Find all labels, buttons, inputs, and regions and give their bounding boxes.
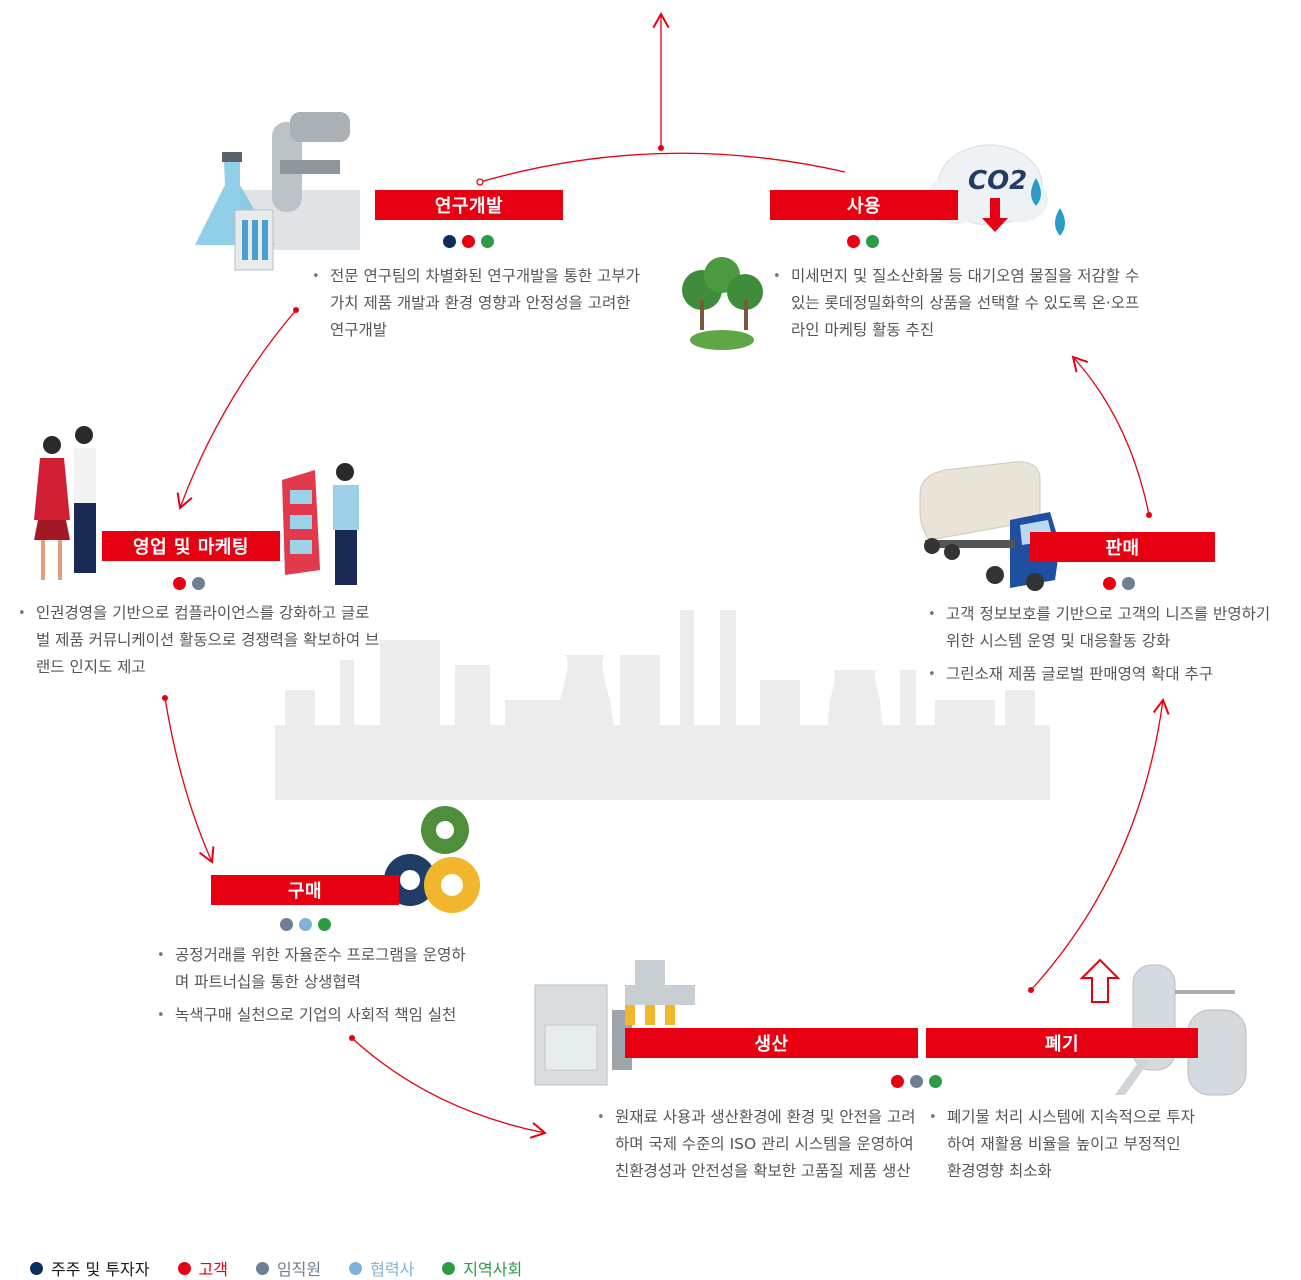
bullets-sales: 고객 정보보호를 기반으로 고객의 니즈를 반영하기 위한 시스템 운영 및 대…	[928, 601, 1288, 694]
legend-item: 주주 및 투자자	[30, 1256, 150, 1280]
stakeholder-dot	[318, 918, 331, 931]
co2-label: CO2	[968, 166, 1028, 196]
co2-cloud-trees-icon	[682, 144, 1065, 350]
arrow-disposal-to-sales	[1030, 697, 1170, 991]
stakeholder-dot	[866, 235, 879, 248]
bullets-marketing: 인권경영을 기반으로 컴플라이언스를 강화하고 글로벌 제품 커뮤니케이션 활동…	[18, 600, 383, 687]
arrow-purchase-to-production	[351, 1037, 547, 1139]
legend-item: 협력사	[349, 1256, 414, 1280]
stage-title-use: 사용	[770, 190, 958, 220]
bullets-production: 원재료 사용과 생산환경에 환경 및 안전을 고려하며 국제 수준의 ISO 관…	[597, 1104, 917, 1191]
bullet-item: 미세먼지 및 질소산화물 등 대기오염 물질을 저감할 수 있는 롯데정밀화학의…	[773, 263, 1153, 344]
stakeholder-dot	[1122, 577, 1135, 590]
bullet-item: 전문 연구팀의 차별화된 연구개발을 통한 고부가가치 제품 개발과 환경 영향…	[312, 263, 642, 344]
bullets-use: 미세먼지 및 질소산화물 등 대기오염 물질을 저감할 수 있는 롯데정밀화학의…	[773, 263, 1153, 350]
stakeholder-dot	[891, 1075, 904, 1088]
stakeholder-dot	[847, 235, 860, 248]
business-people-icon	[34, 426, 359, 585]
arrow-marketing-to-purchase	[164, 697, 215, 864]
legend-label: 주주 및 투자자	[51, 1260, 150, 1279]
stakeholder-dots-use	[847, 235, 879, 248]
stage-title-sales: 판매	[1030, 532, 1215, 562]
stakeholder-dot	[1103, 577, 1116, 590]
stage-title-rnd: 연구개발	[375, 190, 563, 220]
legend-dot	[30, 1261, 43, 1275]
stage-title-marketing: 영업 및 마케팅	[102, 531, 280, 561]
legend-item: 임직원	[255, 1256, 322, 1280]
legend-dot	[177, 1261, 191, 1275]
bullet-item: 인권경영을 기반으로 컴플라이언스를 강화하고 글로벌 제품 커뮤니케이션 활동…	[18, 600, 383, 681]
bullets-rnd: 전문 연구팀의 차별화된 연구개발을 통한 고부가가치 제품 개발과 환경 영향…	[312, 263, 642, 350]
legend-item: 지역사회	[442, 1256, 522, 1280]
stakeholder-dot	[929, 1075, 942, 1088]
legend-dot	[255, 1261, 269, 1275]
factory-skyline	[275, 610, 1050, 800]
stakeholder-dots-production	[891, 1075, 942, 1088]
legend-dot	[442, 1261, 456, 1275]
stakeholder-dots-marketing	[173, 577, 205, 590]
legend-item: 고객	[177, 1256, 228, 1280]
tanker-truck-icon	[919, 461, 1060, 591]
microscope-flask-icon	[195, 112, 360, 271]
legend-dot	[349, 1261, 363, 1275]
bullet-item: 고객 정보보호를 기반으로 고객의 니즈를 반영하기 위한 시스템 운영 및 대…	[928, 601, 1288, 655]
stakeholder-legend: 주주 및 투자자 고객 임직원 협력사 지역사회	[30, 1256, 522, 1280]
top-arc	[479, 152, 846, 183]
legend-label: 협력사	[370, 1260, 415, 1279]
stakeholder-dot	[443, 235, 456, 248]
stage-title-purchase: 구매	[211, 875, 399, 905]
stakeholder-dot	[173, 577, 186, 590]
stage-title-production: 생산	[625, 1028, 918, 1058]
bullet-item: 그린소재 제품 글로벌 판매영역 확대 추구	[928, 661, 1288, 688]
legend-label: 지역사회	[463, 1260, 523, 1279]
stakeholder-dots-sales	[1103, 577, 1135, 590]
arrow-sales-to-use	[1071, 355, 1150, 516]
stage-title-disposal: 폐기	[926, 1028, 1198, 1058]
stakeholder-dots-rnd	[443, 235, 494, 248]
bullets-disposal: 폐기물 처리 시스템에 지속적으로 투자하여 재활용 비율을 높이고 부정적인 …	[929, 1104, 1199, 1191]
stakeholder-dot	[910, 1075, 923, 1088]
stakeholder-dots-purchase	[280, 918, 331, 931]
legend-label: 고객	[198, 1260, 228, 1279]
stakeholder-dot	[280, 918, 293, 931]
stakeholder-dot	[462, 235, 475, 248]
bullet-item: 공정거래를 위한 자율준수 프로그램을 운영하며 파트너십을 통한 상생협력	[157, 942, 477, 996]
stakeholder-dot	[192, 577, 205, 590]
arrow-rnd-to-marketing	[176, 309, 297, 510]
legend-label: 임직원	[276, 1260, 322, 1279]
bullet-item: 폐기물 처리 시스템에 지속적으로 투자하여 재활용 비율을 높이고 부정적인 …	[929, 1104, 1199, 1185]
top-arc-node	[658, 145, 664, 151]
bullet-item: 원재료 사용과 생산환경에 환경 및 안전을 고려하며 국제 수준의 ISO 관…	[597, 1104, 917, 1185]
bullets-purchase: 공정거래를 위한 자율준수 프로그램을 운영하며 파트너십을 통한 상생협력녹색…	[157, 942, 477, 1035]
stakeholder-dot	[299, 918, 312, 931]
bullet-item: 녹색구매 실천으로 기업의 사회적 책임 실천	[157, 1002, 477, 1029]
stakeholder-dot	[481, 235, 494, 248]
production-line-icon	[534, 960, 695, 1086]
gears-icon	[384, 806, 480, 913]
